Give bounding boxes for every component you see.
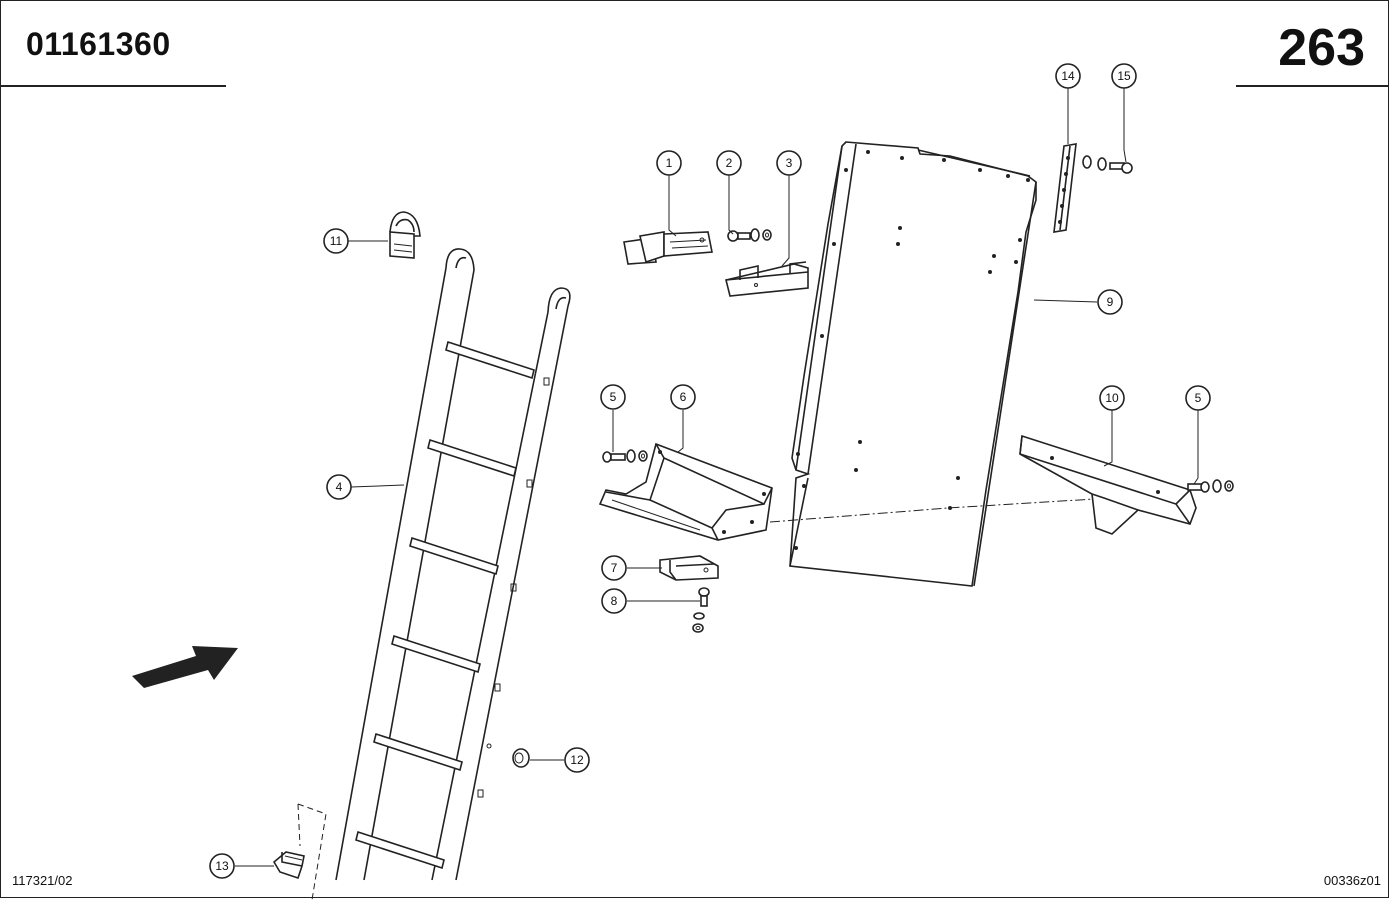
callout-7: 7 (601, 555, 627, 581)
svg-text:12: 12 (570, 753, 584, 767)
svg-text:11: 11 (330, 234, 343, 248)
callout-3: 3 (776, 150, 802, 176)
callout-4: 4 (326, 474, 352, 500)
callout-1: 1 (656, 150, 682, 176)
bolt-washers-5-right (1187, 479, 1234, 493)
svg-text:9: 9 (1107, 295, 1114, 309)
document-number: 01161360 (26, 26, 171, 62)
callout-5-left: 5 (600, 384, 626, 410)
ladder-foot (272, 803, 327, 900)
bolt-washers-2 (727, 228, 772, 242)
header-rule-left (0, 85, 226, 87)
side-panel (769, 141, 1177, 587)
callout-12: 12 (564, 747, 590, 773)
callout-10: 10 (1099, 385, 1125, 411)
callout-13: 13 (209, 853, 235, 879)
step-bracket (598, 442, 773, 541)
ladder-rungs (355, 340, 535, 870)
callout-6: 6 (670, 384, 696, 410)
leader-lines (235, 88, 1199, 867)
direction-arrow (132, 646, 238, 688)
svg-text:3: 3 (786, 156, 793, 170)
svg-text:7: 7 (611, 561, 618, 575)
svg-text:14: 14 (1061, 69, 1075, 83)
end-plug (512, 748, 530, 768)
fastening-strap (1053, 143, 1077, 233)
svg-text:5: 5 (1195, 391, 1202, 405)
callout-9: 9 (1097, 289, 1123, 315)
right-bracket (1019, 434, 1197, 535)
svg-text:13: 13 (215, 859, 229, 873)
callout-8: 8 (601, 588, 627, 614)
page-number: 263 (1278, 19, 1365, 77)
callout-15: 15 (1111, 63, 1137, 89)
svg-text:8: 8 (611, 594, 618, 608)
bolt-washers-15 (1082, 155, 1133, 174)
svg-text:5: 5 (610, 390, 617, 404)
ladder-top-cap (389, 211, 421, 259)
svg-text:15: 15 (1117, 69, 1131, 83)
svg-text:6: 6 (680, 390, 687, 404)
bolt-washers-8 (692, 587, 710, 633)
svg-text:4: 4 (336, 480, 343, 494)
svg-text:1: 1 (666, 156, 673, 170)
drawing-code-right: 00336z01 (1323, 873, 1381, 888)
callout-2: 2 (716, 150, 742, 176)
bolt-washers-5-left (602, 449, 648, 463)
callout-14: 14 (1055, 63, 1081, 89)
callout-11: 11 (323, 228, 349, 254)
svg-text:10: 10 (1105, 391, 1119, 405)
svg-text:2: 2 (726, 156, 733, 170)
hook-bracket (623, 231, 713, 265)
drawing-code-left: 117321/02 (12, 873, 73, 888)
ladder-holes (477, 377, 550, 798)
clamp-block (659, 555, 719, 581)
angle-plate (725, 261, 809, 297)
callout-5-right: 5 (1185, 385, 1211, 411)
ladder (335, 248, 571, 881)
header-rule-right (1236, 85, 1389, 87)
